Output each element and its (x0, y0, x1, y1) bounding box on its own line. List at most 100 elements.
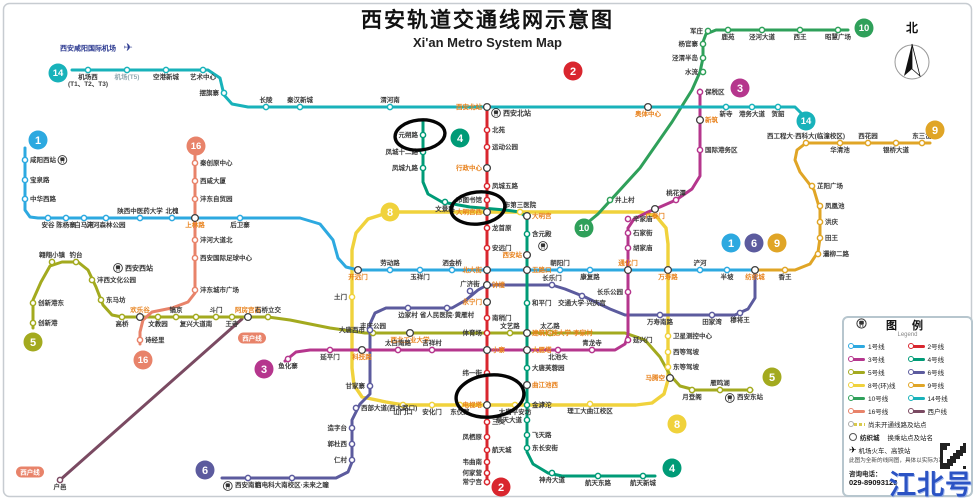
station-label: 高桥 (116, 319, 130, 328)
station-dot (21, 195, 29, 203)
station-label: 后卫寨 (230, 220, 250, 229)
train-icon (113, 263, 123, 273)
station-dot (483, 143, 491, 151)
station-label: 劳动路 (380, 258, 400, 267)
station-label: 宝泉路 (30, 175, 50, 184)
station-dot (118, 313, 126, 321)
station-dot (704, 27, 712, 35)
station-label: 东马坊 (106, 295, 126, 304)
station-label: 凤城五路 (492, 181, 519, 190)
svg-text:3: 3 (261, 364, 267, 376)
station-label: 体育场 (463, 328, 483, 337)
station-label: 沣河大道北 (200, 235, 233, 244)
line-badge-9: 9 (925, 120, 945, 140)
legend-line-label: 9号线 (927, 383, 945, 390)
station-dot (72, 258, 80, 266)
station-dot (191, 254, 199, 262)
transfer-station-dot (482, 280, 492, 290)
station-label: 胡家庙 (633, 243, 653, 252)
transfer-station-dot (665, 373, 675, 383)
page-title: 西安轨道交通线网示意图 Xi'an Metro System Map (361, 4, 614, 50)
legend-note: 此图为全新的线网图，具体以实际为准。 (849, 458, 950, 464)
station-dot (348, 293, 356, 301)
legend-line-item: 3号线 (848, 354, 907, 364)
transfer-station-dot (190, 213, 200, 223)
station-label: 太乙路 (539, 321, 560, 330)
line-badge-2: 2 (563, 61, 583, 81)
station-label: 市图书馆 (456, 195, 483, 204)
legend-airport-label: 机场 (858, 448, 872, 455)
legend-line-item: 2号线 (907, 341, 967, 351)
station-label: 沣东自贸园 (200, 194, 233, 203)
station-label: 西工程大·西科大(临潼校区) (767, 131, 845, 140)
stations-line-10: 井上村水流泾渭半岛杨官寨军庄鹿苑泾河大道西王昭慧广场 (606, 26, 852, 204)
station-label: 韦曲南 (463, 457, 483, 466)
stations-line-8: 市第三医院土门山门口安化门东仪路大唐平安坊理工大曲江校区卫星测控中心西等驾坡东等… (334, 200, 713, 416)
station-dot (864, 139, 872, 147)
svg-text:16: 16 (191, 141, 202, 152)
station-label: 边家村 (397, 310, 418, 319)
station-label: 西安国际足球中心 (200, 253, 253, 262)
station-label: 井上村 (615, 195, 635, 204)
station-label: 新寺 (720, 109, 734, 118)
station-label: 洪庆 (825, 217, 839, 226)
line-badge-16: 16 (186, 136, 206, 156)
legend-line-label: 1号线 (868, 344, 885, 351)
station-dot (483, 469, 491, 477)
station-label: 甘家寨 (346, 381, 366, 390)
stations-line-3: 鱼化寨延平门科技路太白南路吉祥村北池头青龙寺延兴门长乐公园胡家庙石家街辛家庙广泰… (278, 87, 738, 370)
station-dot (262, 103, 270, 111)
metro-line-1 (23, 146, 772, 272)
station-label: 安谷 (42, 220, 56, 229)
svg-text:8: 8 (387, 207, 393, 219)
transfer-station-dot (522, 265, 532, 275)
line-badge-14: 14 (48, 63, 68, 83)
station-label: 空港新城 (153, 72, 180, 81)
svg-text:6: 6 (202, 465, 208, 477)
phone-label: 咨询电话： (849, 471, 882, 478)
station-label: 市第三医院 (504, 200, 537, 209)
station-label: 郭杜西 (328, 439, 348, 448)
legend-line-item: 4号线 (907, 354, 967, 364)
transfer-station-dot (750, 265, 760, 275)
legend-line-label: 14号线 (927, 396, 948, 403)
legend-line-chip (848, 368, 865, 375)
legend-line-chip (848, 355, 865, 362)
station-dot (624, 215, 632, 223)
station-dot (699, 40, 707, 48)
station-label: 半坡 (721, 272, 735, 281)
station-dot (168, 214, 176, 222)
line-badge-6: 6 (744, 233, 764, 253)
station-label: 辛家庙 (633, 214, 653, 223)
station-dot (483, 182, 491, 190)
svg-text:16: 16 (138, 355, 149, 366)
station-label: 渭河南 (380, 95, 400, 104)
station-dot (796, 26, 804, 34)
station-dot (816, 218, 824, 226)
legend-line-chip (907, 342, 925, 349)
station-label: 交通大学·兴庆宫 (558, 298, 606, 307)
station-label: 北池头 (548, 352, 568, 361)
station-dot (506, 329, 514, 337)
station-label: 新筑 (705, 115, 719, 124)
train-icon (724, 393, 735, 403)
station-label: 复兴大道南 (179, 319, 213, 328)
station-dot (29, 319, 37, 327)
line-badge-6: 6 (195, 460, 215, 480)
north-label: 北 (906, 20, 918, 35)
transfer-station-dot (357, 345, 367, 355)
transfer-station-icon (849, 433, 857, 441)
station-dot (366, 382, 374, 390)
station-dot (696, 88, 704, 96)
station-dot (696, 146, 704, 154)
station-label: 大唐平安坊 (499, 407, 532, 416)
station-label: 五路口 (532, 265, 552, 274)
station-label: 泾渭半岛 (672, 53, 699, 62)
station-dot (624, 229, 632, 237)
station-label: 广泰门 (645, 211, 665, 220)
transfer-station-dot (482, 102, 492, 112)
station-dot (483, 126, 491, 134)
line-pill-xihu: 西户线 (16, 466, 44, 478)
station-label: 沣河森林公园 (87, 220, 127, 229)
station-label: 王寺 (226, 319, 240, 328)
